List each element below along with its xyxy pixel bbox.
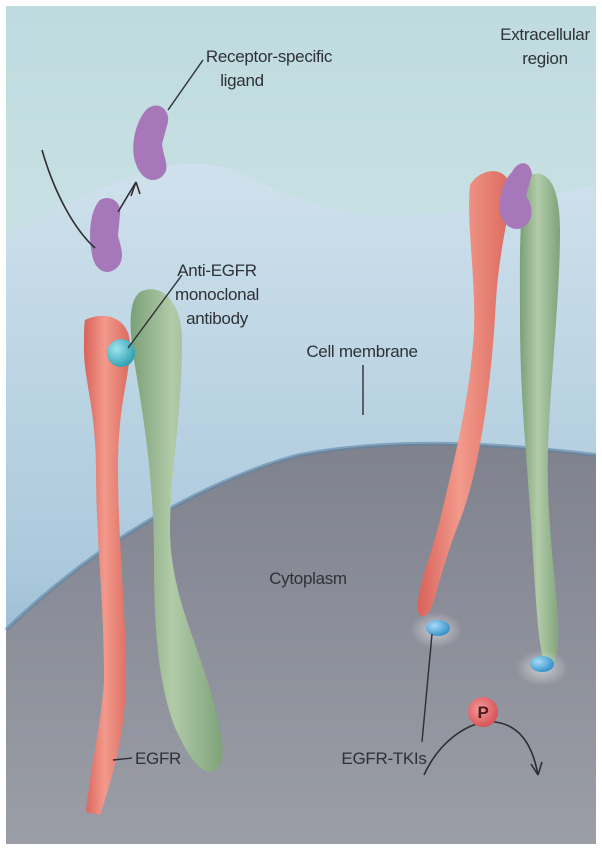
ligand-label-line2: ligand: [220, 71, 264, 90]
antibody-label-line1: Anti-EGFR: [177, 261, 257, 280]
antibody-label-line2: monoclonal: [175, 285, 259, 304]
cytoplasm-label: Cytoplasm: [269, 569, 347, 588]
egfr-label: EGFR: [135, 749, 181, 768]
ligand-molecule-bound-left: [90, 198, 122, 272]
tki-molecule-left: [426, 620, 450, 636]
tki-molecule-right: [530, 656, 554, 672]
membrane-label: Cell membrane: [306, 342, 417, 361]
tki-label: EGFR-TKIs: [341, 749, 426, 768]
phosphate-label: P: [477, 703, 488, 722]
region-label-line1: Extracellular: [500, 25, 590, 44]
ligand-label-line1: Receptor-specific: [206, 47, 333, 66]
region-label-line2: region: [522, 49, 567, 68]
antibody-label-line3: antibody: [186, 309, 249, 328]
